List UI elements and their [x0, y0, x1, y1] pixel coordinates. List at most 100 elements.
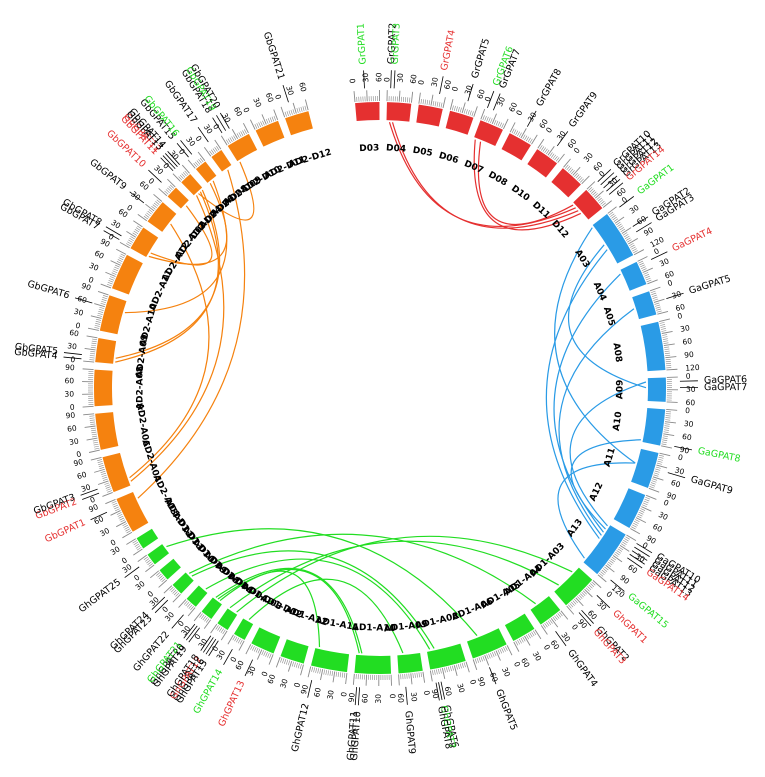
- tick-mark: [153, 202, 159, 207]
- tick-label: 90: [618, 573, 631, 586]
- tick-label: 90: [299, 684, 310, 696]
- tick-mark: [102, 297, 108, 300]
- tick-mark: [532, 630, 537, 636]
- gene-grgpat9: GrGPAT9: [556, 90, 600, 147]
- tick-mark: [640, 508, 646, 511]
- chromosome-block: [280, 639, 309, 664]
- tick-mark: [629, 242, 634, 246]
- tick-mark: [414, 672, 416, 678]
- tick-mark: [654, 302, 660, 305]
- tick-mark: [624, 235, 630, 239]
- gene-gbgpat21: GbGPAT21: [261, 31, 289, 103]
- tick-mark: [542, 624, 546, 629]
- tick-label: 60: [663, 269, 675, 281]
- tick-mark: [197, 151, 206, 161]
- tick-mark: [262, 120, 265, 126]
- tick-mark: [655, 466, 661, 469]
- tick-mark: [296, 107, 299, 113]
- tick-mark: [622, 232, 628, 236]
- tick-mark: [602, 568, 608, 572]
- tick-label: 0: [70, 403, 76, 412]
- tick-mark: [84, 348, 96, 351]
- tick-mark: [642, 504, 647, 508]
- chromosome-label: A04: [591, 281, 608, 303]
- tick-mark: [509, 122, 516, 133]
- tick-label: 30: [582, 151, 595, 164]
- tick-mark: [611, 556, 617, 561]
- tick-mark: [218, 627, 223, 632]
- tick-mark: [132, 540, 137, 544]
- tick-label: 60: [396, 693, 406, 703]
- tick-mark: [666, 401, 678, 403]
- tick-mark: [198, 159, 202, 164]
- tick-mark: [544, 622, 548, 628]
- tick-mark: [430, 94, 434, 106]
- tick-mark: [98, 465, 104, 467]
- tick-mark: [217, 626, 221, 631]
- tick-mark: [665, 419, 671, 421]
- tick-label: 90: [684, 350, 695, 360]
- tick-mark: [654, 472, 660, 475]
- tick-mark: [214, 139, 222, 150]
- gene-marker: [162, 155, 176, 170]
- tick-mark: [645, 275, 650, 279]
- tick-mark: [549, 619, 553, 624]
- chromosome-block: [583, 525, 626, 575]
- gene-marker: [467, 83, 474, 102]
- tick-mark: [158, 575, 163, 580]
- tick-mark: [137, 554, 147, 562]
- chromosome-label: D08: [486, 170, 508, 189]
- tick-label: 0: [241, 106, 251, 114]
- tick-mark: [91, 344, 97, 347]
- gene-marker: [600, 172, 615, 186]
- tick-mark: [352, 673, 355, 685]
- tick-mark: [597, 197, 602, 202]
- tick-mark: [209, 150, 213, 156]
- tick-mark: [231, 129, 239, 140]
- tick-mark: [480, 656, 483, 662]
- chromosome-block: [285, 111, 313, 136]
- chromosome-block: [474, 120, 503, 147]
- tick-mark: [645, 277, 651, 281]
- tick-mark: [182, 172, 187, 177]
- tick-mark: [170, 588, 175, 593]
- tick-mark: [527, 633, 531, 639]
- tick-mark: [101, 300, 107, 304]
- chromosome-block: [195, 161, 217, 183]
- tick-mark: [327, 670, 330, 676]
- tick-label: 60: [76, 294, 88, 305]
- tick-mark: [596, 196, 601, 200]
- tick-mark: [585, 587, 590, 592]
- tick-mark: [444, 667, 446, 673]
- tick-mark: [599, 199, 604, 204]
- tick-mark: [486, 654, 489, 660]
- tick-mark: [537, 138, 545, 149]
- tick-mark: [655, 468, 661, 471]
- chromosome-block: [227, 133, 258, 162]
- tick-mark: [659, 452, 671, 457]
- tick-mark: [304, 99, 309, 111]
- chromosome-label: A10: [612, 411, 625, 432]
- tick-mark: [187, 607, 196, 617]
- tick-mark: [110, 510, 121, 516]
- tick-mark: [659, 318, 671, 322]
- tick-mark: [238, 132, 242, 137]
- tick-mark: [91, 433, 97, 436]
- tick-mark: [261, 114, 267, 125]
- tick-mark: [169, 586, 174, 591]
- tick-mark: [126, 243, 131, 247]
- tick-mark: [92, 435, 98, 438]
- tick-mark: [544, 148, 548, 154]
- tick-mark: [109, 278, 115, 281]
- tick-mark: [615, 551, 620, 556]
- tick-mark: [122, 523, 128, 526]
- tick-mark: [345, 673, 348, 685]
- tick-label: 0: [260, 670, 270, 678]
- tick-mark: [579, 178, 584, 183]
- tick-mark: [398, 90, 401, 102]
- synteny-link: [229, 540, 559, 609]
- tick-label: 30: [68, 436, 79, 447]
